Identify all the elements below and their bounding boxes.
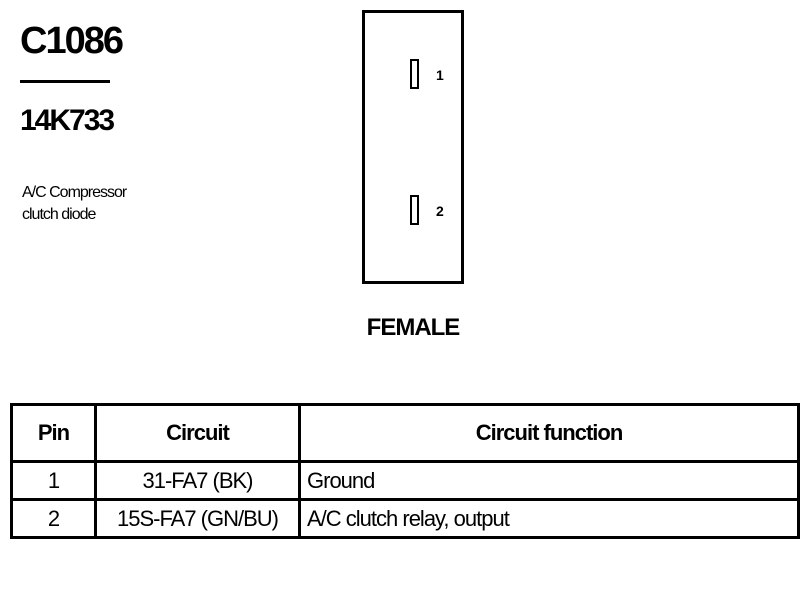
connector-face-diagram: 1 2 — [362, 10, 464, 284]
table-row: 2 15S-FA7 (GN/BU) A/C clutch relay, outp… — [10, 498, 800, 539]
connector-id: C1086 — [20, 20, 124, 62]
row-2-circuit: 15S-FA7 (GN/BU) — [94, 498, 301, 539]
header-pin: Pin — [10, 403, 97, 463]
cavity-1 — [410, 59, 419, 89]
row-1-function: Ground — [298, 460, 800, 501]
header-circuit-function: Circuit function — [298, 403, 800, 463]
row-1-circuit: 31-FA7 (BK) — [94, 460, 301, 501]
table-row: 1 31-FA7 (BK) Ground — [10, 460, 800, 501]
connector-id-underline — [20, 80, 110, 83]
cavity-1-number: 1 — [436, 67, 444, 83]
connector-description: A/C Compressor clutch diode — [22, 182, 182, 225]
part-number: 14K733 — [20, 104, 115, 137]
table-header-row: Pin Circuit Circuit function — [10, 403, 800, 463]
header-circuit: Circuit — [94, 403, 301, 463]
row-2-function: A/C clutch relay, output — [298, 498, 800, 539]
description-line-2: clutch diode — [22, 205, 96, 223]
cavity-2-number: 2 — [436, 203, 444, 219]
cavity-2 — [410, 195, 419, 225]
pin-table: Pin Circuit Circuit function 1 31-FA7 (B… — [10, 403, 800, 539]
row-1-pin: 1 — [10, 460, 97, 501]
connector-gender-label: FEMALE — [366, 314, 461, 341]
row-2-pin: 2 — [10, 498, 97, 539]
description-line-1: A/C Compressor — [22, 184, 127, 201]
